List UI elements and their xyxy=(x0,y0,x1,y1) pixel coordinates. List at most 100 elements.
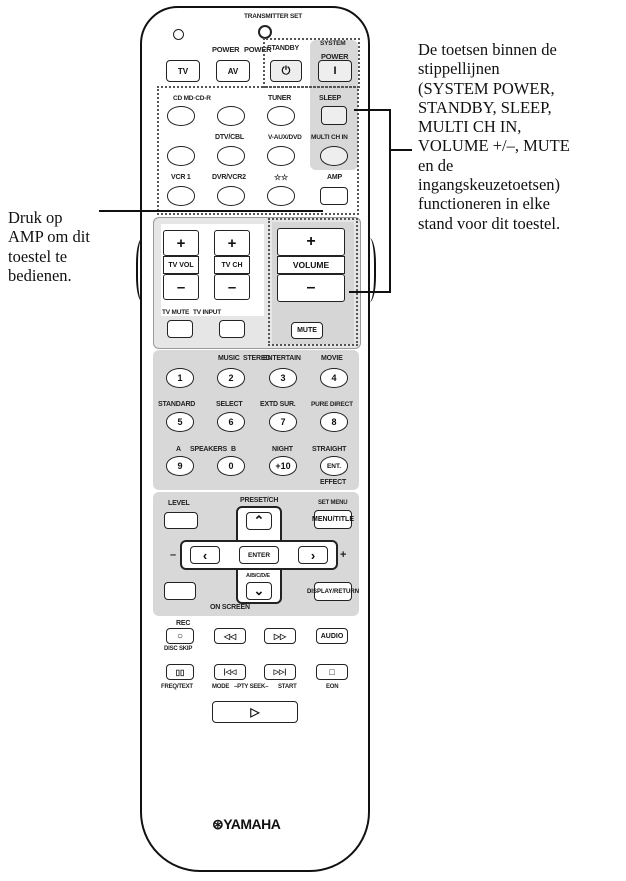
phono-button[interactable] xyxy=(167,146,195,166)
system-power-button[interactable]: I xyxy=(318,60,352,82)
annotation-right: De toetsen binnen de stippellijnen (SYST… xyxy=(418,40,570,233)
fast-forward-icon: ▷▷ xyxy=(273,631,287,641)
tv-vol-plus-label: + xyxy=(176,234,186,252)
multi-ch-in-label: MULTI CH IN xyxy=(311,134,348,141)
skip-forward-button[interactable]: ▷▷| xyxy=(264,664,296,680)
multi-ch-in-button[interactable] xyxy=(320,146,348,166)
skip-back-button[interactable]: |◁◁ xyxy=(214,664,246,680)
ent-label: ENT. xyxy=(326,462,342,470)
annotation-left-line-3: toestel te xyxy=(8,246,68,266)
digit-9-button[interactable]: 9 xyxy=(166,456,194,476)
standby-label: STANDBY xyxy=(267,45,299,52)
sleep-label: SLEEP xyxy=(319,95,341,102)
tv-input-button[interactable] xyxy=(219,320,245,338)
night-label: NIGHT xyxy=(272,446,293,453)
vcr1-button[interactable] xyxy=(167,186,195,206)
stars-button[interactable] xyxy=(267,186,295,206)
dvr-vcr2-button[interactable] xyxy=(217,186,245,206)
rec-button[interactable]: ○ xyxy=(166,628,194,644)
digit-7-label: 7 xyxy=(280,417,286,427)
display-return-button[interactable]: DISPLAY/RETURN xyxy=(307,582,359,601)
cd-button[interactable] xyxy=(167,106,195,126)
cursor-up-button[interactable]: ⌃ xyxy=(246,512,272,530)
set-menu-label: SET MENU xyxy=(318,500,348,506)
audio-button[interactable]: AUDIO xyxy=(316,628,348,644)
digit-1-button[interactable]: 1 xyxy=(166,368,194,388)
enter-button[interactable]: ENTER xyxy=(239,546,279,564)
annotation-right-line-8: ingangskeuzetoetsen) xyxy=(418,175,561,195)
volume-minus-button[interactable]: – xyxy=(277,274,345,302)
fast-forward-button[interactable]: ▷▷ xyxy=(264,628,296,644)
amp-label: AMP xyxy=(327,174,342,181)
digit-8-button[interactable]: 8 xyxy=(320,412,348,432)
mute-button[interactable]: MUTE xyxy=(291,322,323,339)
yamaha-logo: ⊛YAMAHA xyxy=(212,816,281,832)
mute-label: MUTE xyxy=(297,327,317,334)
callout-right-bracket xyxy=(349,109,391,293)
annotation-right-line-10: stand voor dit toestel. xyxy=(418,213,561,233)
volume-plus-button[interactable]: + xyxy=(277,228,345,256)
ent-button[interactable]: ENT. xyxy=(320,456,348,476)
play-button[interactable]: ▷ xyxy=(212,701,298,723)
cursor-left-button[interactable]: ‹ xyxy=(190,546,220,564)
pty-seek-label: –PTY SEEK– xyxy=(234,684,269,690)
tv-ch-minus-label: – xyxy=(227,278,237,296)
power-label-av: POWER xyxy=(244,45,272,54)
annotation-left-line-4: bedienen. xyxy=(8,265,72,285)
tv-ch-plus-button[interactable]: + xyxy=(214,230,250,256)
record-icon: ○ xyxy=(176,630,184,642)
rewind-button[interactable]: ◁◁ xyxy=(214,628,246,644)
cursor-down-button[interactable]: ⌄ xyxy=(246,582,272,600)
digit-6-label: 6 xyxy=(228,417,234,427)
plus-10-button[interactable]: +10 xyxy=(269,456,297,476)
plus-10-label: +10 xyxy=(275,461,291,471)
abcde-label: A/B/C/D/E xyxy=(246,573,270,579)
tv-mute-button[interactable] xyxy=(167,320,193,338)
chevron-up-icon: ⌃ xyxy=(253,513,265,528)
digit-4-button[interactable]: 4 xyxy=(320,368,348,388)
on-screen-label: ON SCREEN xyxy=(210,604,250,611)
tv-vol-minus-button[interactable]: – xyxy=(163,274,199,300)
sleep-button[interactable] xyxy=(321,106,347,125)
stop-button[interactable]: □ xyxy=(316,664,348,680)
amp-button[interactable] xyxy=(320,187,348,205)
annotation-left-line-1: Druk op xyxy=(8,208,63,227)
digit-7-button[interactable]: 7 xyxy=(269,412,297,432)
v-aux-dvd-button[interactable] xyxy=(267,146,295,166)
stars-label: ☆☆ xyxy=(274,173,288,182)
av-power-button[interactable]: AV xyxy=(216,60,250,82)
level-button[interactable] xyxy=(164,512,198,529)
level-label: LEVEL xyxy=(168,500,190,507)
chevron-left-icon: ‹ xyxy=(202,547,208,563)
system-power-label-1: SYSTEM xyxy=(320,40,346,47)
digit-6-button[interactable]: 6 xyxy=(217,412,245,432)
dtv-cbl-button[interactable] xyxy=(217,146,245,166)
tv-power-button[interactable]: TV xyxy=(166,60,200,82)
menu-title-button[interactable]: MENU/TITLE xyxy=(312,510,354,529)
standby-button[interactable]: ⏻ xyxy=(270,60,302,82)
on-screen-button[interactable] xyxy=(164,582,196,600)
digit-0-button[interactable]: 0 xyxy=(217,456,245,476)
tv-ch-minus-button[interactable]: – xyxy=(214,274,250,300)
tv-ch-label-box: TV CH xyxy=(214,256,250,274)
annotation-right-line-9: functioneren in elke xyxy=(418,194,550,214)
annotation-right-line-1: De toetsen binnen de xyxy=(418,40,557,59)
annotation-right-line-3: (SYSTEM POWER, xyxy=(418,78,555,98)
rec-label: REC xyxy=(176,620,191,627)
pause-button[interactable]: ▯▯ xyxy=(166,664,194,680)
digit-2-label: 2 xyxy=(228,373,234,383)
volume-label: VOLUME xyxy=(292,260,330,270)
md-cdr-button[interactable] xyxy=(217,106,245,126)
cursor-right-button[interactable]: › xyxy=(298,546,328,564)
tv-vol-label: TV VOL xyxy=(168,261,194,269)
stop-icon: □ xyxy=(329,667,335,677)
digit-3-button[interactable]: 3 xyxy=(269,368,297,388)
digit-2-button[interactable]: 2 xyxy=(217,368,245,388)
entertain-label: ENTERTAIN xyxy=(263,355,301,362)
remote-side-bump-right xyxy=(360,238,376,302)
standard-label: STANDARD xyxy=(158,401,196,408)
tuner-button[interactable] xyxy=(267,106,295,126)
tv-vol-plus-button[interactable]: + xyxy=(163,230,199,256)
digit-5-button[interactable]: 5 xyxy=(166,412,194,432)
play-icon: ▷ xyxy=(250,705,260,719)
